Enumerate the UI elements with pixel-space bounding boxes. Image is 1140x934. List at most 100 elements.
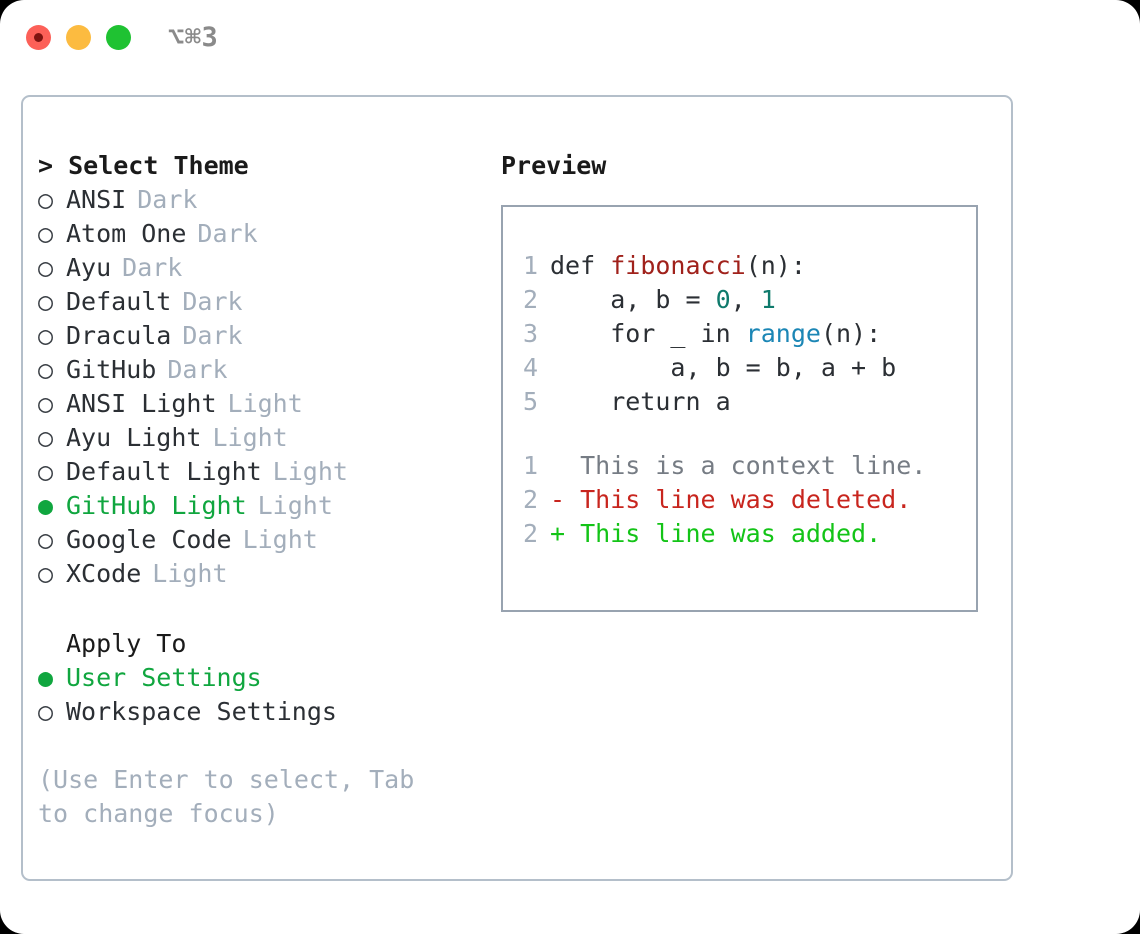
radio-unselected-icon: ○ [38,457,54,486]
theme-name: XCode [66,559,142,588]
close-button[interactable] [26,25,51,50]
theme-category-badge: Light [242,525,318,554]
theme-category-badge: Light [257,491,333,520]
diff-line: 1 This is a context line. [512,449,926,483]
apply-to-option[interactable]: ● User Settings [38,661,488,695]
line-number: 3 [522,319,538,348]
theme-name: GitHub [66,355,157,384]
theme-name: Ayu Light [66,423,202,452]
line-number: 2 [522,485,538,514]
theme-list-item[interactable]: ○ Ayu Light Light [38,421,488,455]
code-token-plain: a, b = b, a + b [550,353,897,382]
radio-unselected-icon: ○ [38,219,54,248]
keyboard-shortcut-label: ⌥⌘3 [168,22,219,53]
minimize-button[interactable] [66,25,91,50]
code-line-text: return a [550,385,731,419]
apply-to-section: Apply To ● User Settings ○ Workspace Settin… [38,627,488,729]
code-line-text: a, b = b, a + b [550,351,896,385]
line-number: 4 [522,353,538,382]
theme-category-badge: Light [212,423,288,452]
radio-unselected-icon: ○ [38,525,54,554]
code-token-num: 1 [760,285,776,314]
code-token-plain: for _ in [550,319,746,348]
apply-to-heading: Apply To [66,629,187,658]
theme-category-badge: Dark [167,355,228,384]
code-line-text: a, b = 0, 1 [550,283,776,317]
theme-list-item[interactable]: ○ Ayu Dark [38,251,488,285]
radio-unselected-icon: ○ [38,423,54,452]
theme-name: Atom One [66,219,187,248]
diff-sign [550,449,565,483]
theme-category-badge: Light [227,389,303,418]
radio-unselected-icon: ○ [38,253,54,282]
apply-to-label: Workspace Settings [66,697,337,726]
radio-unselected-icon: ○ [38,321,54,350]
line-number: 1 [522,251,538,280]
code-token-plain: a, b = [550,285,716,314]
code-line-text: def fibonacci(n): [550,249,806,283]
code-token-plain: , [730,285,761,314]
theme-name: Ayu [66,253,112,282]
line-number: 2 [522,519,538,548]
theme-name: GitHub Light [66,491,247,520]
diff-line-text: This line was deleted. [565,485,912,514]
theme-category-badge: Dark [182,321,243,350]
theme-category-badge: Dark [122,253,183,282]
theme-list-item[interactable]: ● GitHub Light Light [38,489,488,523]
apply-to-label: User Settings [66,663,262,692]
line-number: 1 [522,451,538,480]
code-line: 2 a, b = 0, 1 [512,283,926,317]
radio-unselected-icon: ○ [38,697,54,726]
theme-list-item[interactable]: ○ Atom One Dark [38,217,488,251]
radio-unselected-icon: ○ [38,559,54,588]
diff-sign: - [550,485,566,514]
code-token-plain: def [550,251,611,280]
code-line-text: for _ in range(n): [550,317,881,351]
theme-name: Default Light [66,457,262,486]
radio-selected-icon: ● [38,663,54,692]
diff-sign: + [550,519,566,548]
maximize-button[interactable] [106,25,131,50]
radio-unselected-icon: ○ [38,355,54,384]
diff-line-text: This is a context line. [565,451,927,480]
theme-category-badge: Light [272,457,348,486]
theme-list-item[interactable]: ○ Dracula Dark [38,319,488,353]
radio-unselected-icon: ○ [38,287,54,316]
diff-line: 2- This line was deleted. [512,483,926,517]
radio-unselected-icon: ○ [38,389,54,418]
code-line: 5 return a [512,385,926,419]
code-line: 3 for _ in range(n): [512,317,926,351]
theme-category-badge: Dark [197,219,258,248]
radio-unselected-icon: ○ [38,185,54,214]
diff-line: 2+ This line was added. [512,517,926,551]
apply-to-option[interactable]: ○ Workspace Settings [38,695,488,729]
theme-list-item[interactable]: ○ GitHub Dark [38,353,488,387]
theme-list-item[interactable]: ○ ANSI Light Light [38,387,488,421]
code-line: 4 a, b = b, a + b [512,351,926,385]
theme-category-badge: Light [152,559,228,588]
help-text: (Use Enter to select, Tab to change focu… [38,765,430,828]
radio-selected-icon: ● [38,491,54,520]
line-number: 5 [522,387,538,416]
theme-name: ANSI Light [66,389,217,418]
code-line: 1 def fibonacci(n): [512,249,926,283]
apply-to-list[interactable]: ● User Settings ○ Workspace Settings [38,661,488,729]
theme-list-item[interactable]: ○ XCode Light [38,557,488,591]
preview-heading: Preview [501,151,607,180]
code-token-plain: return a [550,387,731,416]
theme-category-badge: Dark [182,287,243,316]
line-number: 2 [522,285,538,314]
theme-name: Dracula [66,321,172,350]
preview-column: Preview [501,149,1001,183]
code-token-call: range [745,319,821,348]
theme-list-item[interactable]: ○ Default Light Light [38,455,488,489]
theme-name: ANSI [66,185,127,214]
